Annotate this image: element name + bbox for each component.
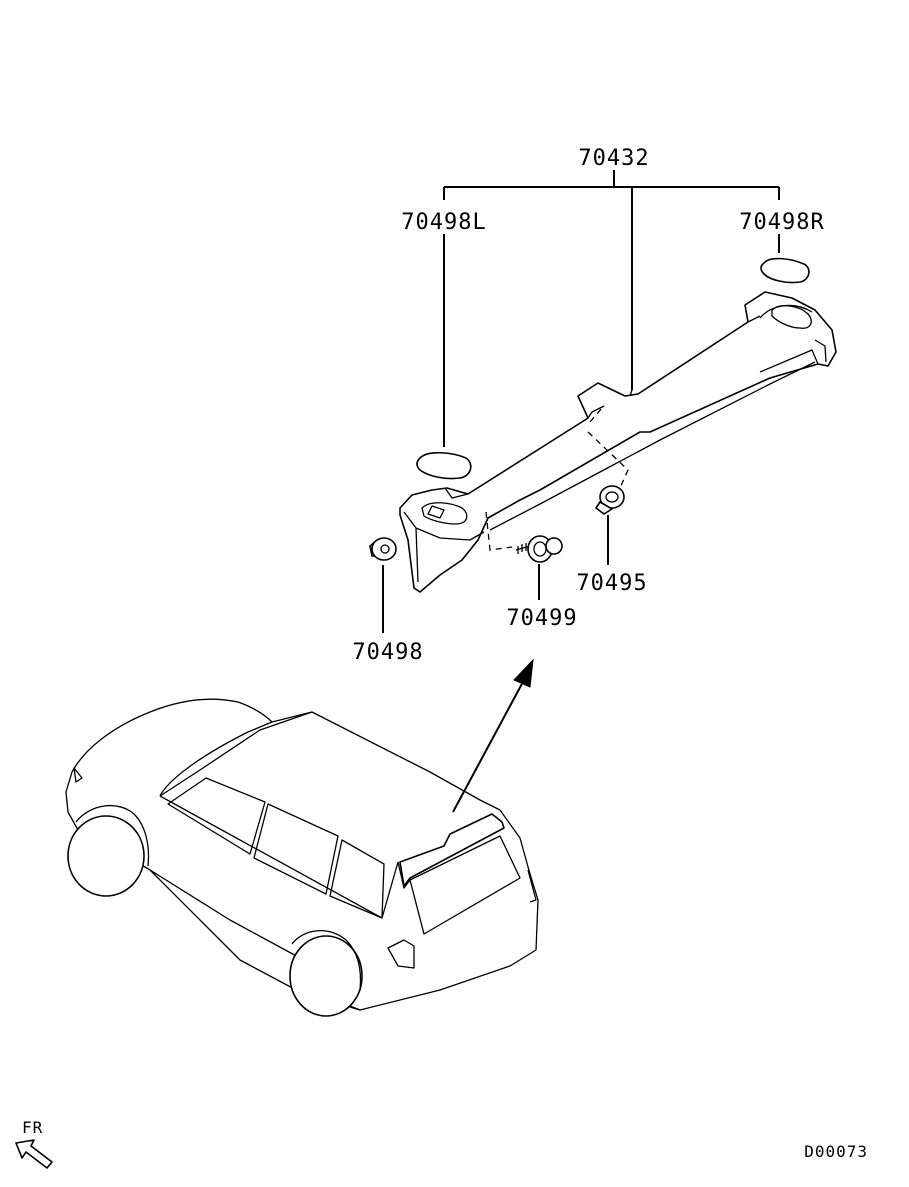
callout-70499: 70499: [506, 606, 577, 631]
callout-70498: 70498: [352, 640, 423, 665]
direction-label: FR: [22, 1118, 43, 1137]
callout-70498L: 70498L: [401, 210, 486, 235]
callout-70498R: 70498R: [739, 210, 824, 235]
bolt-70499: [515, 535, 563, 563]
clip-70495: [595, 485, 625, 515]
vehicle-illustration: [65, 698, 539, 1017]
front-direction-indicator: FR: [15, 1118, 53, 1169]
location-arrow: [452, 658, 534, 813]
end-cap-right: [760, 257, 810, 284]
front-arrow-icon: [15, 1139, 53, 1169]
end-cap-left: [416, 451, 472, 480]
leader-lines: [382, 170, 780, 633]
drawing-id: D00073: [804, 1142, 868, 1161]
callout-70495: 70495: [576, 571, 647, 596]
alignment-lines: [485, 407, 629, 551]
callout-70432: 70432: [578, 146, 649, 171]
clip-70498: [369, 537, 397, 561]
roof-trim-panel: [399, 291, 837, 593]
